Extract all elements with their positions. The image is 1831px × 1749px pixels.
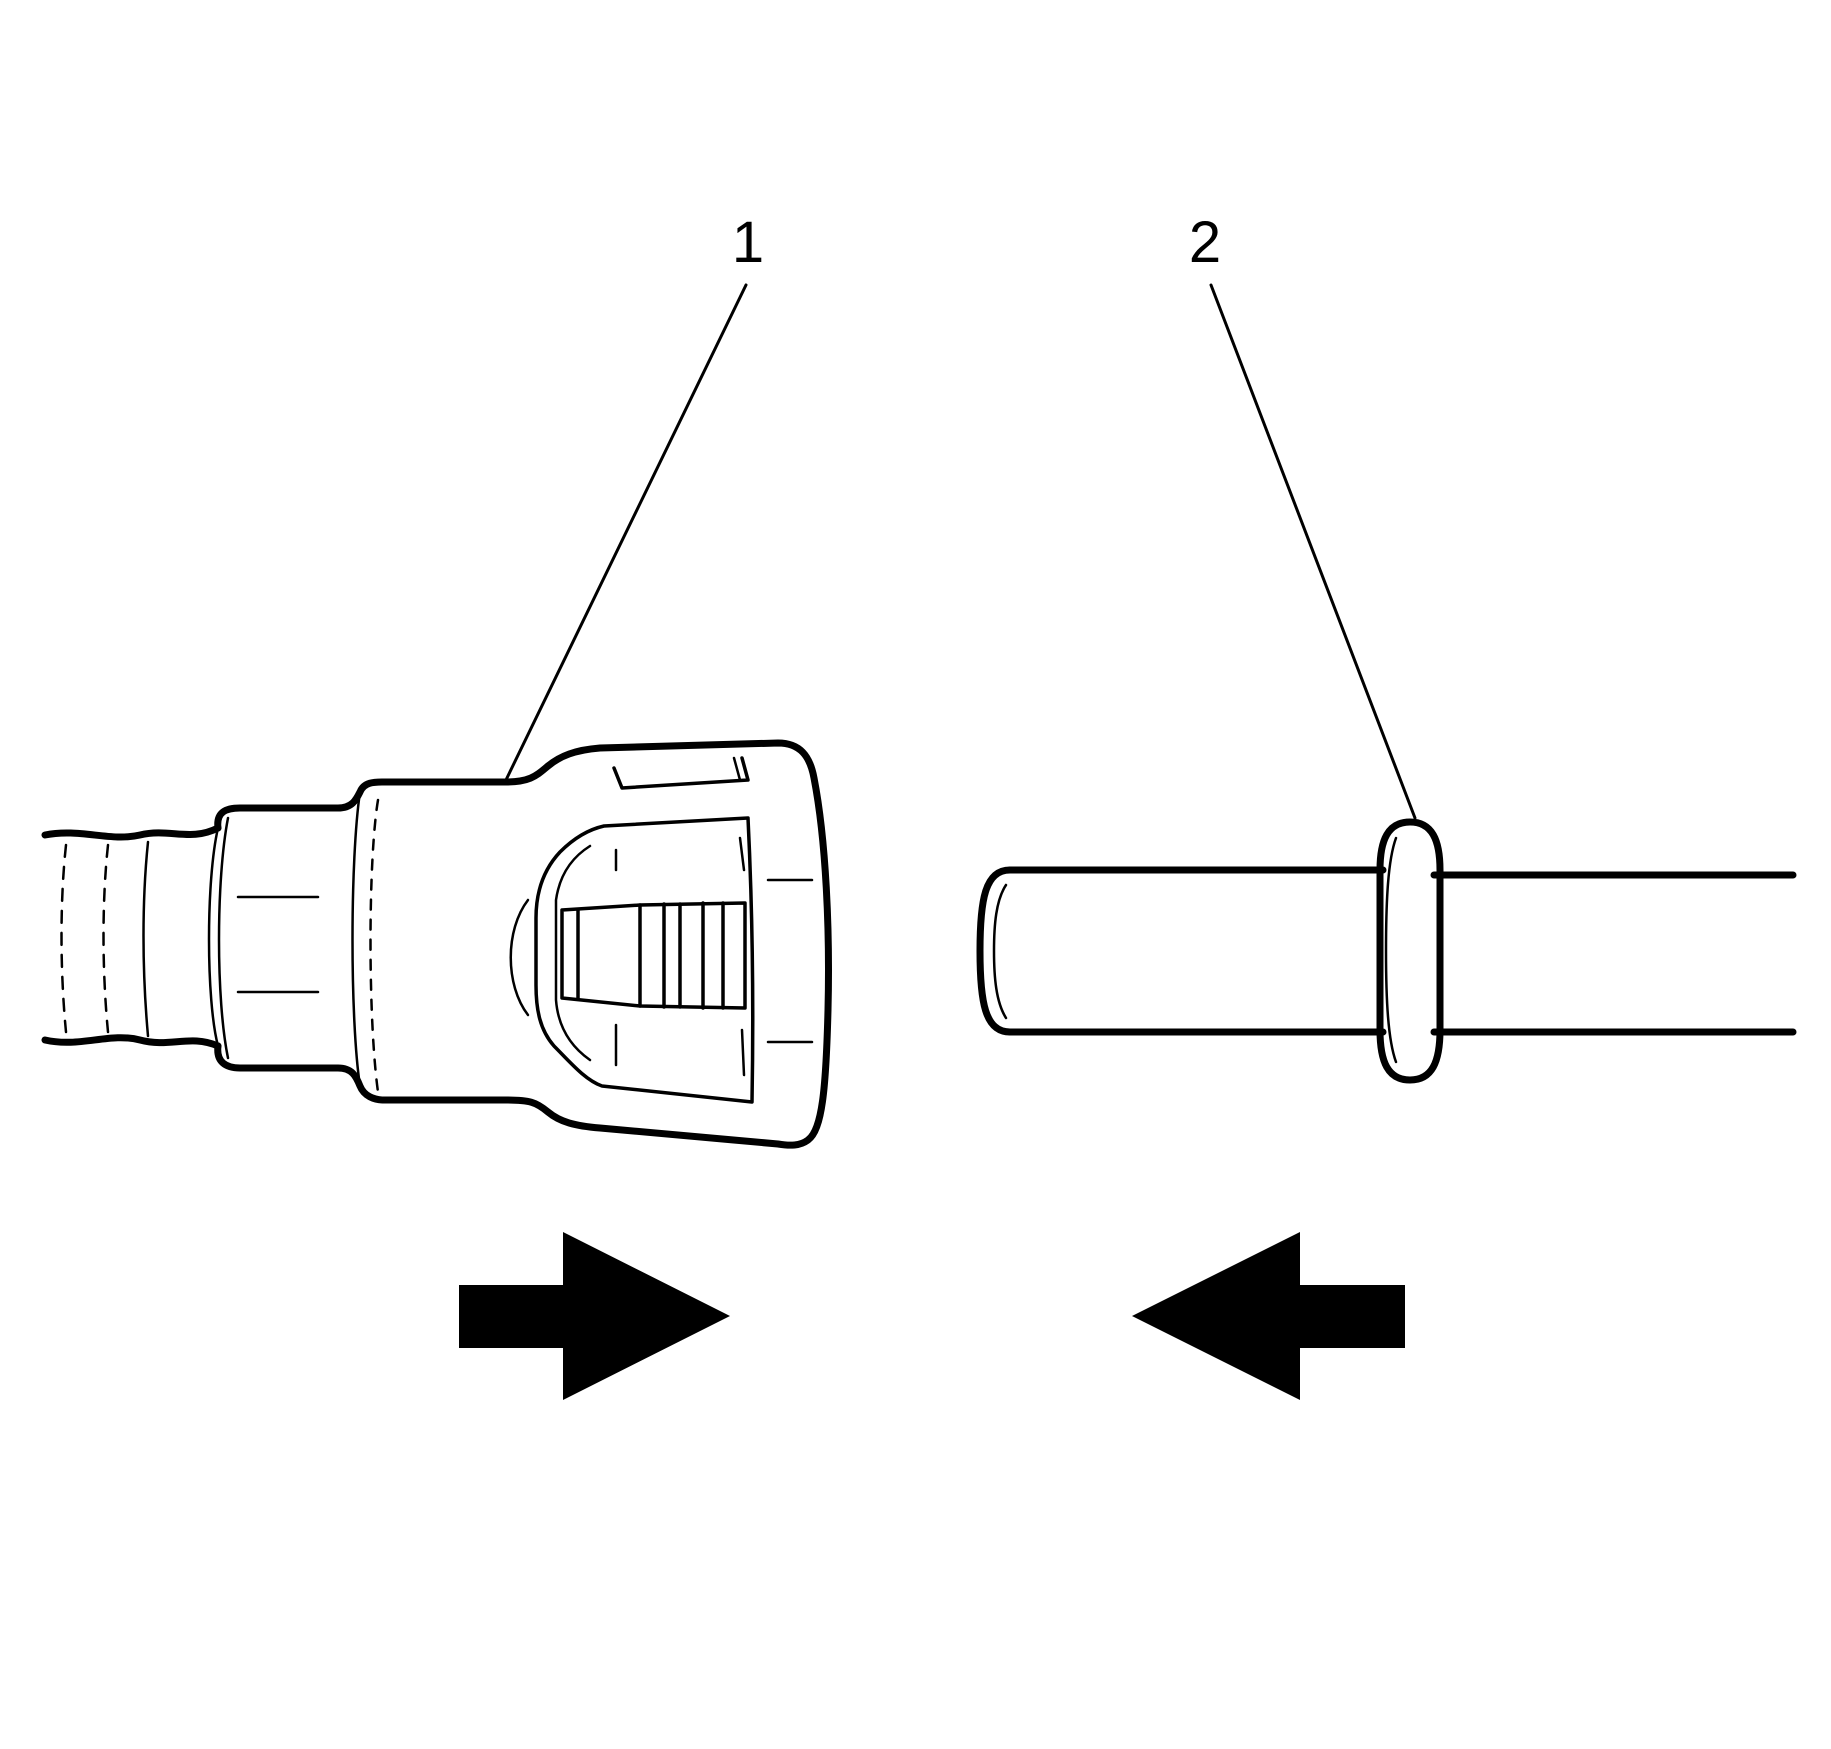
- quick-connect-fitting: [41, 739, 832, 1149]
- push-arrow-right-icon: [459, 1232, 730, 1400]
- fitting-body: [501, 739, 832, 1149]
- o-ring: [1376, 818, 1444, 1084]
- push-arrow-left-icon: [1132, 1232, 1405, 1400]
- callout-1-label: 1: [732, 210, 764, 275]
- hose-end: [41, 824, 222, 1050]
- callout-2-label: 2: [1189, 210, 1221, 275]
- callout-2: 2: [1189, 210, 1417, 820]
- tube: [976, 866, 1797, 1036]
- tube-with-o-ring: [976, 818, 1797, 1084]
- fitting-collar: [207, 778, 509, 1104]
- callout-1: 1: [503, 210, 764, 784]
- release-button-ribs: [560, 901, 747, 1010]
